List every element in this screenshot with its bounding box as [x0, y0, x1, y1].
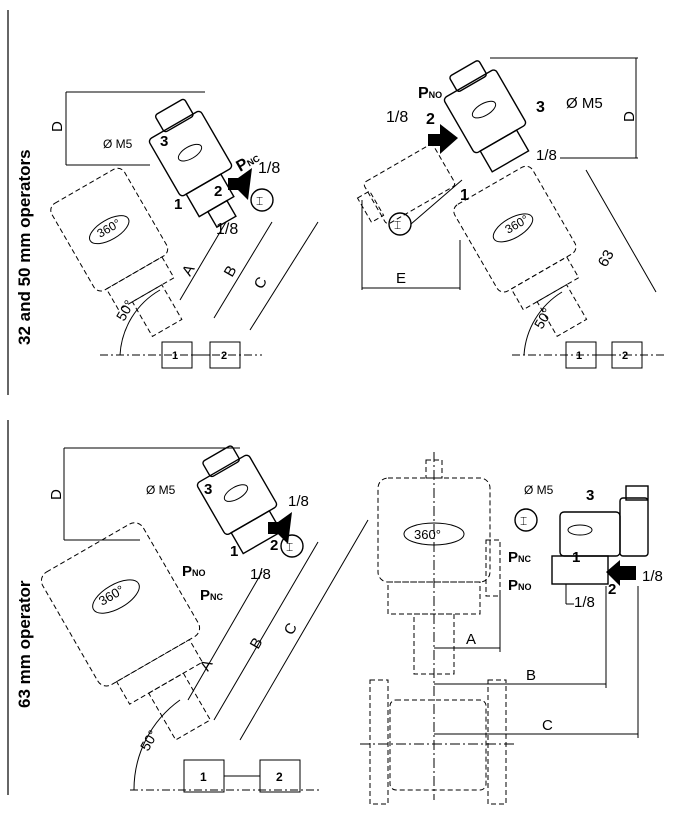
- dim-c: C: [542, 717, 553, 734]
- pressure-nc-label: PNC: [200, 587, 224, 604]
- thread-label-2: 1/8: [250, 566, 271, 583]
- body-port-2: 2: [622, 350, 628, 362]
- port-3: 3: [204, 481, 212, 498]
- section-title-bottom: 63 mm operator: [15, 580, 34, 708]
- port-3: 3: [536, 99, 545, 116]
- rotation-label: 360°: [95, 216, 124, 241]
- view-bottom-right: 360° A B C Ø M5 3 ⌶ PNC PNO 1 2 1/8 1: [360, 452, 663, 805]
- angle-label: 50°: [531, 305, 555, 331]
- thread-label-2: 1/8: [536, 147, 557, 164]
- dim-d: D: [49, 121, 66, 132]
- view-top-right: D 360° 1 2 50° E: [356, 57, 664, 369]
- svg-text:⌶: ⌶: [520, 514, 527, 528]
- port-2: 2: [608, 581, 616, 598]
- view-bottom-left: D 360° 1 2 50° A B C Ø M5 3: [40, 445, 369, 793]
- dim-b: B: [247, 635, 267, 652]
- port-1: 1: [230, 543, 238, 560]
- port-3: 3: [586, 487, 594, 504]
- angle-label: 50°: [137, 727, 161, 753]
- pressure-no-label: PNO: [508, 577, 532, 594]
- rotation-ellipse: [403, 522, 465, 546]
- port-3: 3: [160, 133, 168, 150]
- manual-override-icon: [250, 188, 274, 212]
- pressure-arrow: [428, 124, 458, 154]
- dim-c: C: [281, 620, 301, 638]
- dim-a: A: [179, 262, 199, 279]
- svg-text:⌶: ⌶: [256, 194, 263, 208]
- dim-a: A: [197, 657, 217, 674]
- manual-override-icon: [280, 534, 304, 558]
- pressure-no-label: PNO: [182, 563, 206, 580]
- dim-d: D: [48, 489, 65, 500]
- rotation-label: 360°: [414, 527, 441, 542]
- dim-c: C: [251, 274, 271, 292]
- exhaust-label: Ø M5: [146, 483, 176, 497]
- rotation-label: 360°: [503, 212, 532, 237]
- thread-label-2: 1/8: [216, 221, 238, 238]
- exhaust-label: Ø M5: [566, 95, 603, 112]
- thread-label-1: 1/8: [288, 493, 309, 510]
- port-1: 1: [572, 549, 580, 566]
- port-1: 1: [460, 187, 469, 204]
- pressure-label: PNO: [418, 85, 442, 102]
- dim-a: A: [466, 631, 476, 648]
- rotation-label: 360°: [96, 582, 127, 608]
- port-2: 2: [270, 537, 278, 554]
- body-port-1: 1: [172, 350, 178, 362]
- thread-label-2: 1/8: [574, 594, 595, 611]
- body-port-1: 1: [200, 770, 207, 784]
- svg-text:⌶: ⌶: [286, 540, 293, 554]
- exhaust-label: Ø M5: [103, 137, 133, 151]
- view-top-left: D 360° 1 2 50° A B C: [49, 91, 319, 369]
- thread-label-1: 1/8: [642, 568, 663, 585]
- port-2: 2: [214, 183, 222, 200]
- section-title-top: 32 and 50 mm operators: [15, 149, 34, 345]
- pressure-arrow: [606, 560, 636, 586]
- port-2: 2: [426, 111, 435, 128]
- svg-text:⌶: ⌶: [394, 218, 401, 232]
- dim-b: B: [221, 263, 241, 280]
- dim-b: B: [526, 667, 536, 684]
- pressure-arrow: [228, 168, 252, 200]
- pressure-nc-label: PNC: [508, 549, 532, 566]
- body-port-1: 1: [576, 350, 582, 362]
- port-1: 1: [174, 196, 182, 213]
- thread-label-1: 1/8: [386, 109, 408, 126]
- thread-label-1: 1/8: [258, 160, 280, 177]
- dim-d: D: [621, 111, 638, 122]
- manual-override-icon: [514, 508, 538, 532]
- exhaust-label: Ø M5: [524, 483, 554, 497]
- dim-e: E: [396, 270, 406, 287]
- body-port-2: 2: [221, 350, 227, 362]
- dim-63: 63: [595, 247, 618, 270]
- body-port-2: 2: [276, 770, 283, 784]
